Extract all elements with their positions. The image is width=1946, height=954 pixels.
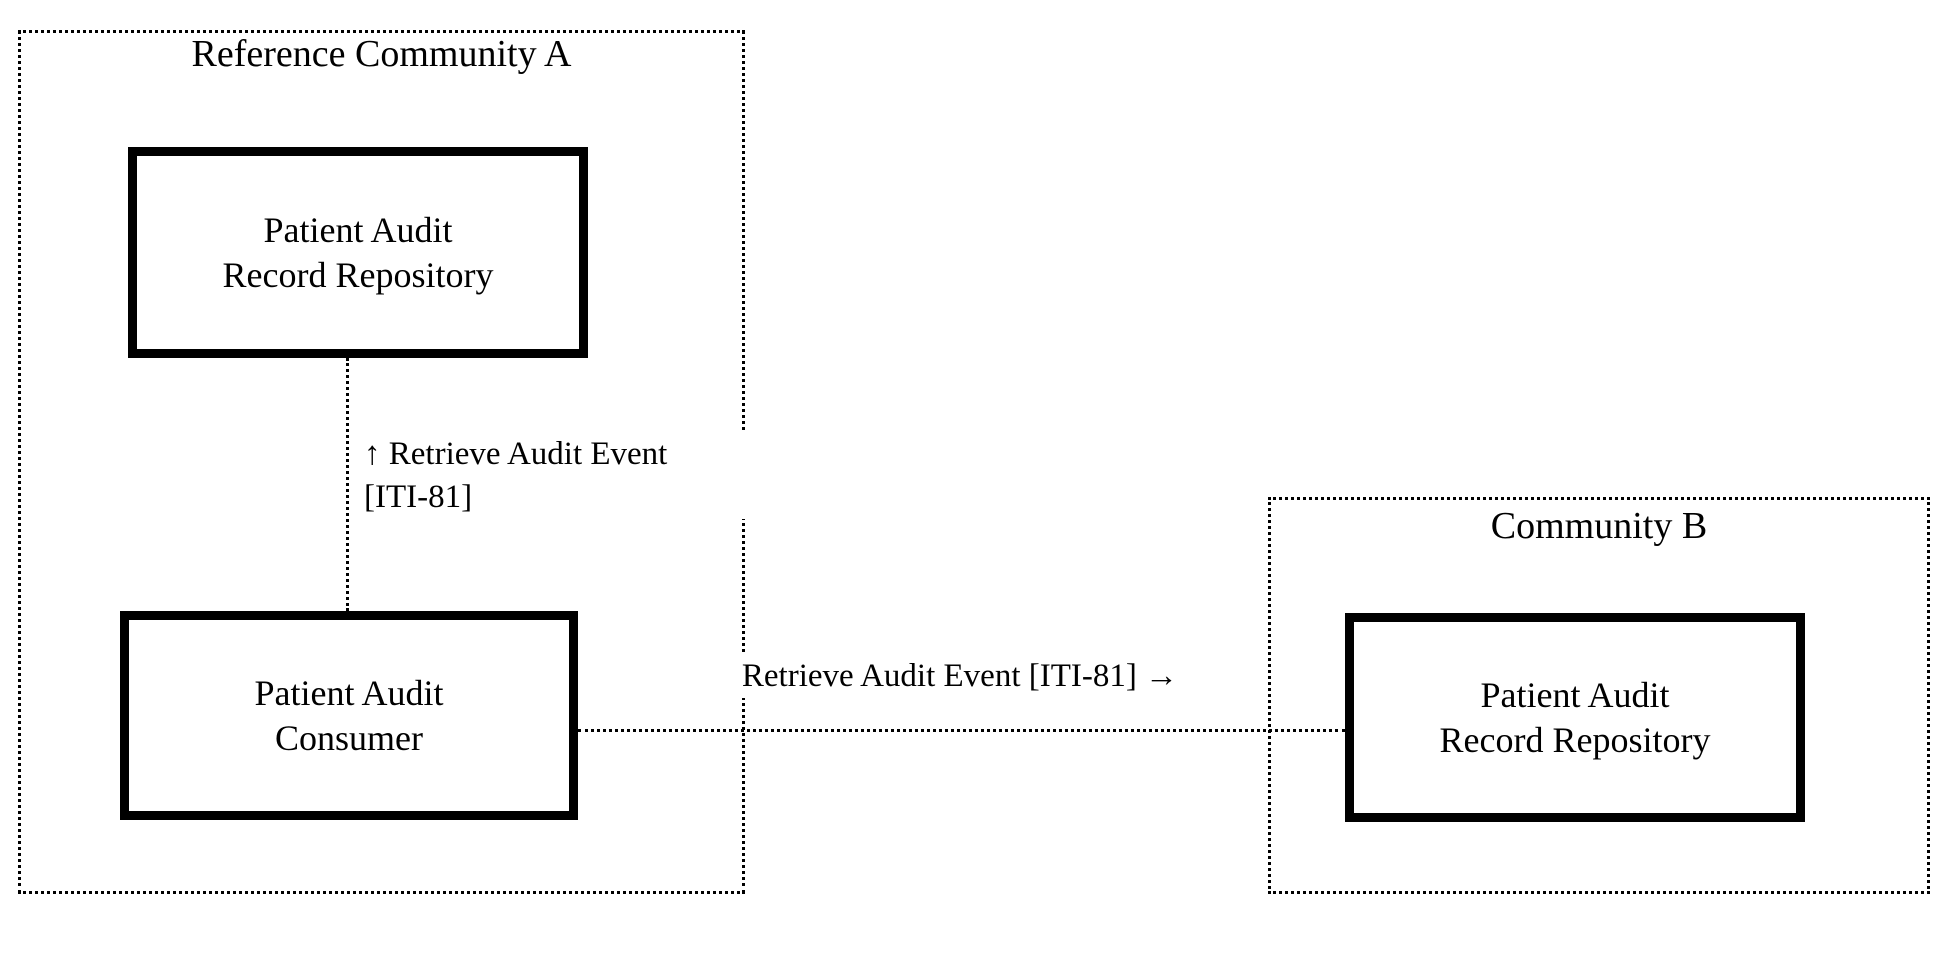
actor-label-patient-audit-consumer: Patient Audit Consumer [254,672,444,758]
actor-label-patient-audit-record-repository-a: Patient Audit Record Repository [222,209,494,295]
actor-label-patient-audit-record-repository-b: Patient Audit Record Repository [1439,674,1711,760]
actor-box-patient-audit-record-repository-a[interactable]: Patient Audit Record Repository [128,147,588,358]
connector-retrieve-audit-event-cross-community [578,729,1345,732]
transaction-label-retrieve-audit-event-internal: ↑ Retrieve Audit Event [ITI-81] [364,433,784,519]
community-container-community-b [1268,497,1930,894]
transaction-label-retrieve-audit-event-cross-community: Retrieve Audit Event [ITI-81] → [610,655,1310,698]
community-title-community-b: Community B [1490,505,1708,547]
community-title-reference-community-a: Reference Community A [191,33,572,75]
actor-box-patient-audit-record-repository-b[interactable]: Patient Audit Record Repository [1345,613,1805,822]
connector-retrieve-audit-event-internal [346,358,349,611]
actor-box-patient-audit-consumer[interactable]: Patient Audit Consumer [120,611,578,820]
